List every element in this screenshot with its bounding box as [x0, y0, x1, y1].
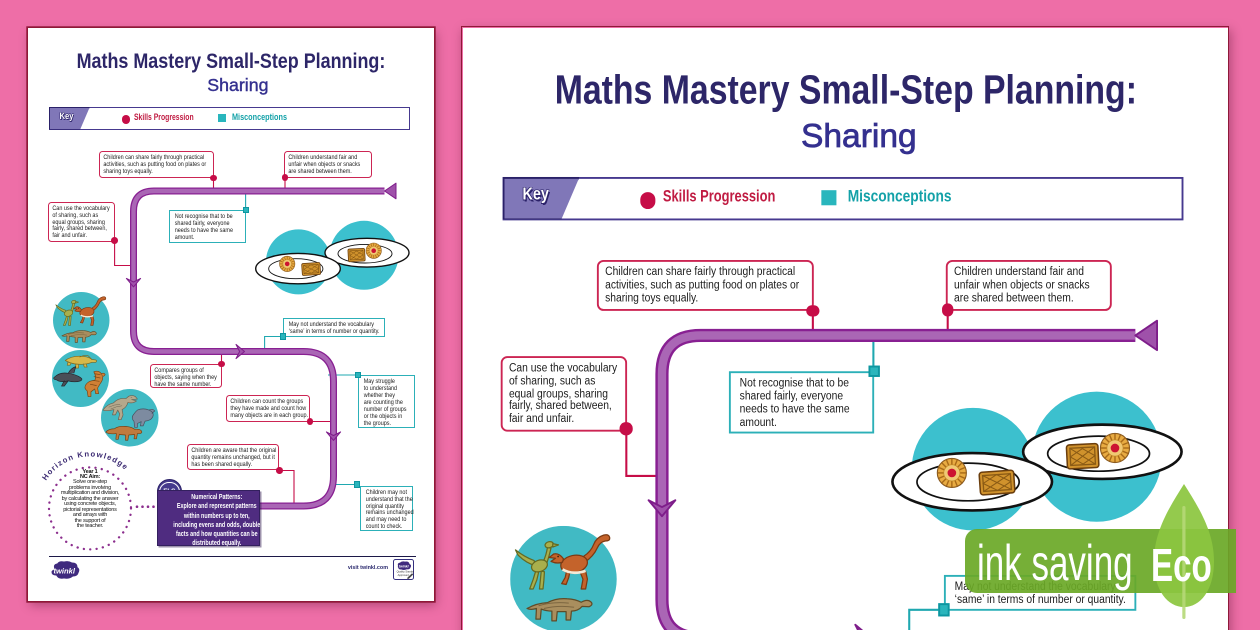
- svg-text:Quality Standard: Quality Standard: [396, 570, 413, 574]
- svg-text:Approved: Approved: [397, 573, 409, 577]
- svg-text:twinkl: twinkl: [54, 566, 76, 575]
- svg-text:twinkl: twinkl: [399, 565, 409, 569]
